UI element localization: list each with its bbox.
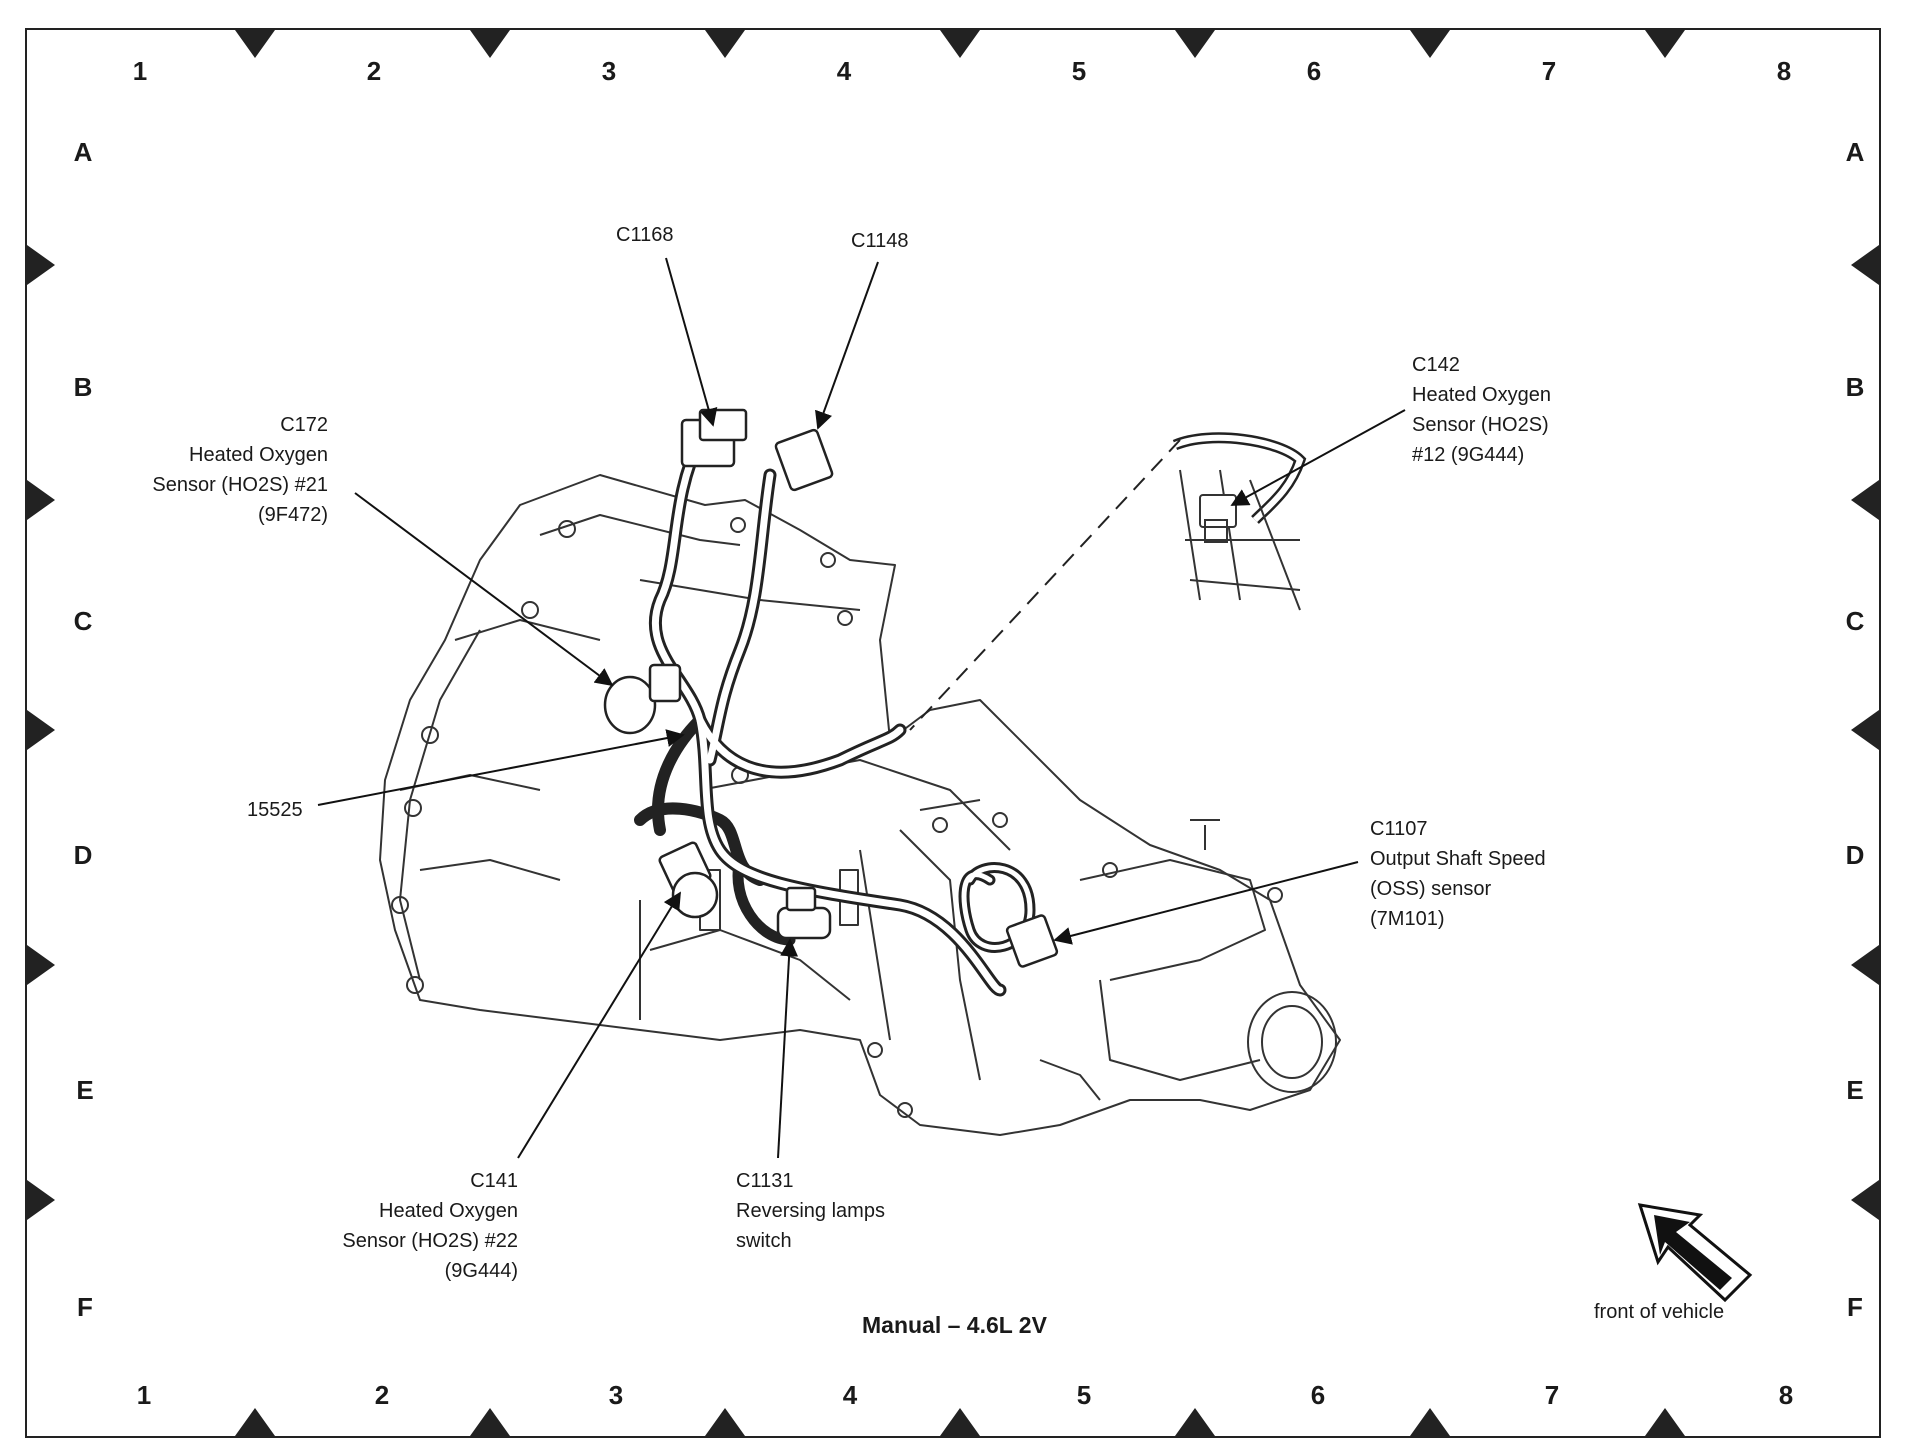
leader-c1168 [665, 257, 718, 427]
row-c-left: C [73, 606, 93, 636]
col-1-top: 1 [132, 56, 148, 86]
col-3-bottom: 3 [608, 1380, 624, 1410]
leader-harness [317, 729, 685, 806]
leader-c172 [354, 492, 614, 687]
leader-c1107 [1053, 861, 1359, 945]
connector-c172 [603, 675, 657, 735]
row-d-right: D [1845, 840, 1865, 870]
row-d-left: D [73, 840, 93, 870]
leader-c1131 [777, 938, 799, 1159]
row-e-right: E [1846, 1075, 1864, 1105]
leader-c1148 [815, 261, 879, 430]
label-c1148: C1148 [851, 230, 909, 252]
diagram-title: Manual – 4.6L 2V [862, 1312, 1047, 1338]
row-b-right: B [1845, 372, 1865, 402]
label-c1168: C1168 [616, 224, 674, 246]
label-c141: C141 Heated Oxygen Sensor (HO2S) #22 (9G… [342, 1170, 518, 1282]
row-b-left: B [73, 372, 93, 402]
connectors [603, 408, 1059, 968]
col-2-bottom: 2 [374, 1380, 390, 1410]
leader-c142 [1230, 409, 1406, 506]
col-4-top: 4 [836, 56, 852, 86]
col-5-top: 5 [1071, 56, 1087, 86]
row-c-right: C [1845, 606, 1865, 636]
col-8-bottom: 8 [1778, 1380, 1794, 1410]
col-7-top: 7 [1541, 56, 1557, 86]
front-arrow-icon [1637, 1203, 1753, 1303]
label-harness-15525: 15525 [247, 799, 303, 821]
leader-c141 [517, 891, 681, 1159]
label-c172: C172 Heated Oxygen Sensor (HO2S) #21 (9F… [152, 414, 328, 526]
col-7-bottom: 7 [1544, 1380, 1560, 1410]
label-c1131: C1131 Reversing lamps switch [736, 1170, 885, 1252]
row-a-left: A [73, 137, 93, 167]
inset-c142-detail [1172, 432, 1307, 611]
diagram-frame [25, 28, 1881, 1438]
col-1-bottom: 1 [136, 1380, 152, 1410]
label-c1107: C1107 Output Shaft Speed (OSS) sensor (7… [1370, 818, 1546, 930]
connector-c1131 [776, 906, 832, 940]
front-of-vehicle-label: front of vehicle [1594, 1301, 1725, 1323]
col-8-top: 8 [1776, 56, 1792, 86]
col-5-bottom: 5 [1076, 1380, 1092, 1410]
col-2-top: 2 [366, 56, 382, 86]
leader-lines [317, 257, 1406, 1159]
row-f-right: F [1847, 1292, 1863, 1322]
col-4-bottom: 4 [842, 1380, 858, 1410]
connector-c1107 [1005, 914, 1059, 968]
bolt-holes [391, 517, 1337, 1118]
row-a-right: A [1845, 137, 1865, 167]
col-6-bottom: 6 [1310, 1380, 1326, 1410]
frame-markers [27, 30, 1879, 1436]
label-c142: C142 Heated Oxygen Sensor (HO2S) #12 (9G… [1412, 354, 1551, 466]
connector-c1148 [774, 428, 834, 492]
harness-inner [651, 436, 1033, 994]
col-6-top: 6 [1306, 56, 1322, 86]
row-e-left: E [76, 1075, 94, 1105]
col-3-top: 3 [601, 56, 617, 86]
inset-link-dashed [909, 439, 1181, 731]
row-f-left: F [77, 1292, 93, 1322]
